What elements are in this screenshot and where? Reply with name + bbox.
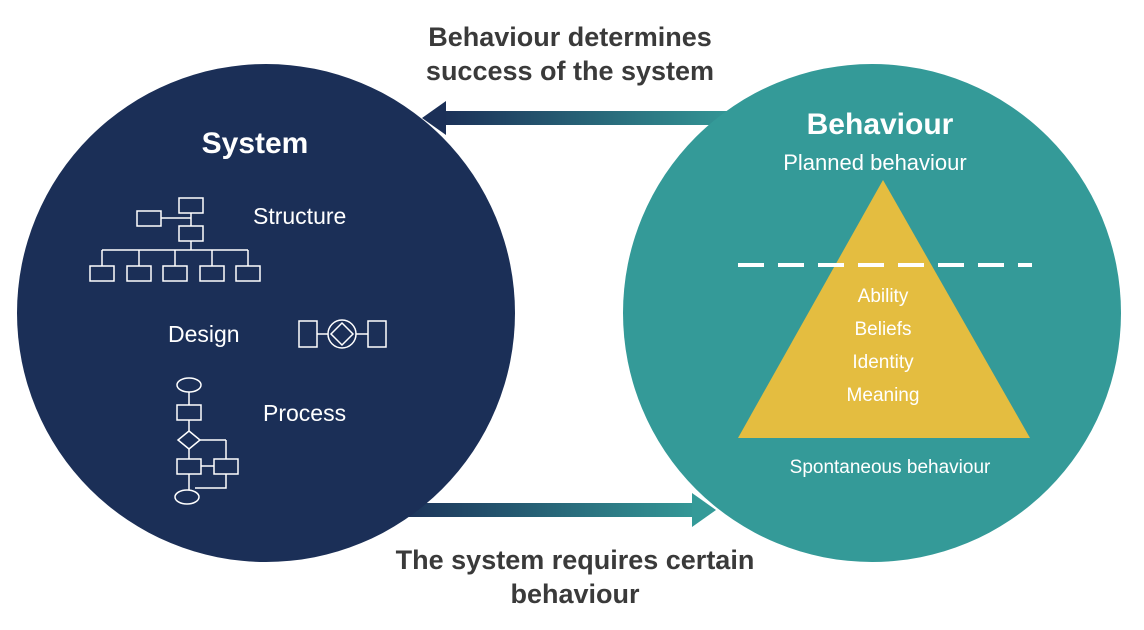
bottom-arrow-caption: The system requires certain behaviour [395,545,755,609]
spontaneous-behaviour-label: Spontaneous behaviour [789,457,991,478]
design-icon [298,319,387,349]
pyramid [738,180,1030,438]
pyramid-item-ability: Ability [857,286,909,307]
system-item-structure: Structure [253,203,347,229]
bottom-arrow [395,493,716,527]
org-chart-icon [89,197,261,282]
planned-behaviour-label: Planned behaviour [783,150,967,175]
top-arrow [422,101,740,135]
pyramid-item-identity: Identity [852,352,914,373]
pyramid-item-beliefs: Beliefs [854,319,912,340]
flowchart-icon [174,377,239,505]
behaviour-title: Behaviour [806,108,954,141]
system-circle [17,64,515,562]
system-item-process: Process [263,400,347,426]
pyramid-item-meaning: Meaning [846,385,920,406]
system-item-design: Design [168,321,240,347]
top-arrow-caption: Behaviour determines success of the syst… [425,22,715,86]
system-title: System [201,127,309,160]
